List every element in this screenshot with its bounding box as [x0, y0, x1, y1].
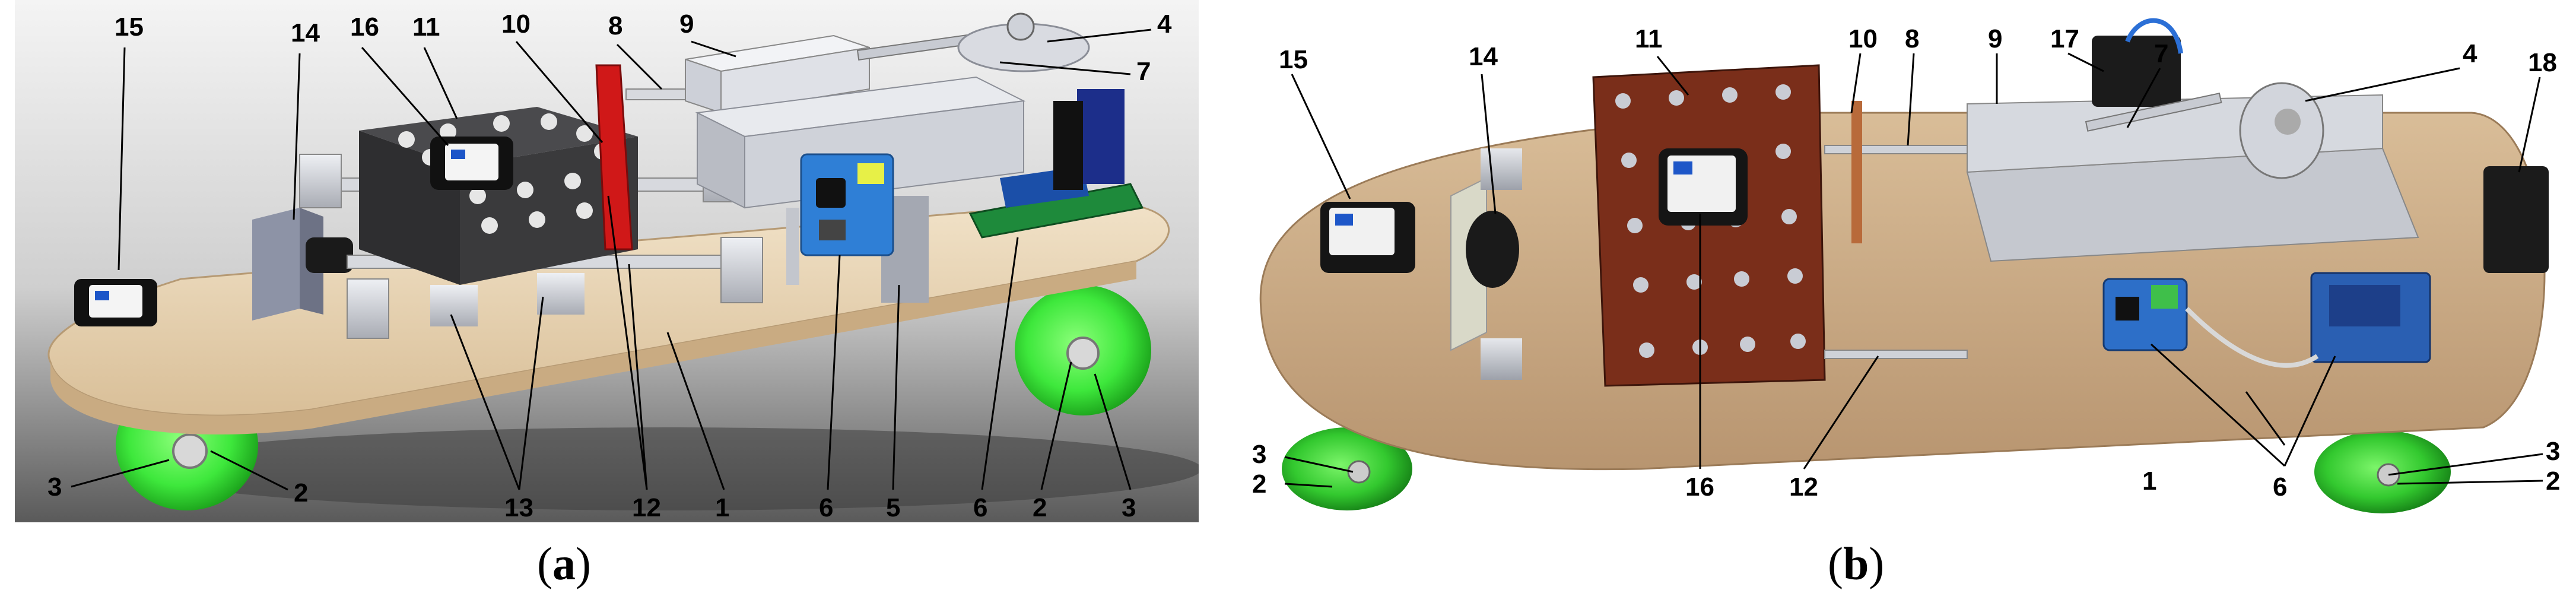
caption-letter-a: a — [552, 538, 576, 589]
label-10: 10 — [1848, 24, 1878, 53]
label-11: 11 — [412, 12, 440, 42]
label-14: 14 — [291, 18, 320, 47]
motor-driver-board — [2102, 278, 2188, 351]
label-1: 1 — [715, 493, 729, 522]
callout-labels-b: 15 14 11 10 8 9 17 7 4 18 16 12 1 6 3 2 … — [1252, 24, 2560, 502]
label-14: 14 — [1469, 42, 1498, 71]
label-2-b: 2 — [294, 478, 308, 507]
label-3: 3 — [1122, 493, 1136, 522]
servo-motor — [2092, 18, 2183, 107]
callout-labels-a: 15 14 16 11 10 8 9 4 7 13 12 1 6 5 6 2 3… — [47, 9, 1172, 522]
label-7: 7 — [2154, 39, 2168, 68]
wheel-front-right — [1015, 285, 1151, 415]
label-16: 16 — [350, 12, 379, 42]
label-3-b: 3 — [2546, 437, 2560, 466]
label-13: 13 — [504, 493, 533, 522]
power-switch — [2483, 166, 2549, 273]
skateboard-deck-edge — [50, 261, 1136, 435]
label-16: 16 — [1685, 472, 1714, 502]
motor-driver-board — [800, 153, 894, 256]
push-rod — [1824, 145, 1968, 154]
label-2: 2 — [1033, 493, 1047, 522]
label-1: 1 — [2142, 467, 2156, 496]
imu-sensor-front — [74, 279, 157, 326]
label-2-b: 2 — [2546, 467, 2560, 496]
floor-shadow — [134, 427, 1199, 510]
bearing-bracket — [252, 208, 353, 321]
caption-letter-b: b — [1843, 538, 1869, 589]
label-5: 5 — [886, 493, 900, 522]
label-10: 10 — [501, 9, 531, 39]
label-8: 8 — [608, 11, 622, 40]
label-2: 2 — [1252, 469, 1266, 499]
linear-actuator — [685, 34, 870, 114]
controller-board — [968, 89, 1144, 239]
controller-board — [2185, 272, 2431, 368]
panel-b-illustration: 15 14 11 10 8 9 17 7 4 18 16 12 1 6 3 2 … — [1225, 0, 2576, 522]
guide-rail — [1824, 350, 1968, 359]
label-6: 6 — [819, 493, 833, 522]
imu-sensor-top — [430, 137, 513, 190]
imu-sensor-front — [1320, 202, 1415, 273]
label-12: 12 — [1789, 472, 1818, 502]
label-11: 11 — [1635, 24, 1663, 53]
wheel-front — [2314, 430, 2451, 513]
crank-linkage — [856, 12, 1090, 72]
red-lever — [595, 64, 633, 250]
label-18: 18 — [2528, 48, 2557, 77]
panel-b-photograph: 15 14 11 10 8 9 17 7 4 18 16 12 1 6 3 2 … — [1225, 0, 2576, 522]
panel-a-cad-rendering: 15 14 16 11 10 8 9 4 7 13 12 1 6 5 6 2 3… — [15, 0, 1199, 522]
label-6-b: 6 — [973, 493, 987, 522]
callouts-a — [71, 28, 1152, 491]
label-15: 15 — [115, 12, 144, 42]
label-9: 9 — [1988, 24, 2002, 53]
label-4: 4 — [1157, 9, 1172, 39]
crank-linkage — [2085, 82, 2324, 179]
motor-housing — [1966, 94, 2419, 262]
imu-sensor-top — [1659, 148, 1748, 226]
label-6: 6 — [2273, 472, 2287, 502]
label-4: 4 — [2463, 39, 2477, 68]
label-17: 17 — [2050, 24, 2079, 53]
lever-plate — [1851, 101, 1862, 243]
caption-panel-a: (a) — [537, 538, 591, 589]
label-7: 7 — [1136, 57, 1151, 86]
label-12: 12 — [632, 493, 661, 522]
wheel-rear — [1282, 427, 1412, 510]
label-3-b: 3 — [47, 472, 62, 502]
callouts-b — [1284, 52, 2543, 488]
block-bolts — [398, 113, 611, 234]
panel-a-illustration: 15 14 16 11 10 8 9 4 7 13 12 1 6 5 6 2 3… — [15, 0, 1199, 522]
label-8: 8 — [1905, 24, 1919, 53]
caption-panel-b: (b) — [1828, 538, 1885, 589]
bearing-bracket — [1450, 148, 1522, 380]
label-3: 3 — [1252, 440, 1266, 469]
label-9: 9 — [679, 9, 694, 39]
label-15: 15 — [1279, 45, 1308, 74]
